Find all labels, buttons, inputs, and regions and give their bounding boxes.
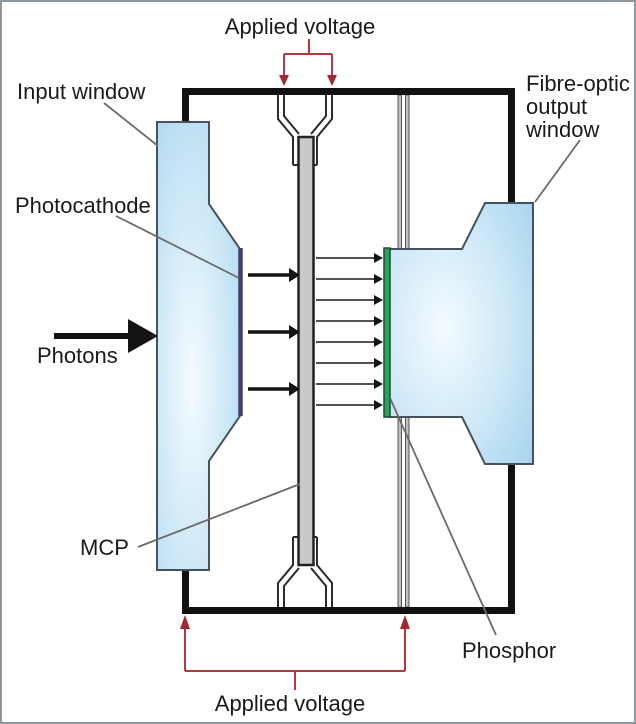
mcp-feedthrough-bottom	[277, 536, 333, 607]
red-down-arrow-icon	[327, 75, 337, 86]
funnel-inner-right	[310, 567, 327, 607]
pointer-lines	[103, 102, 581, 636]
funnel-outer-right	[316, 95, 333, 165]
label-photons: Photons	[37, 343, 118, 368]
photons-arrow-head	[128, 319, 158, 353]
electron-arrow-head	[289, 268, 300, 282]
label-photocathode: Photocathode	[15, 193, 151, 218]
funnel-inner-left	[283, 567, 300, 607]
funnel-inner-left	[283, 95, 300, 135]
frame-top-edge	[182, 88, 515, 95]
label-applied-voltage-bottom: Applied voltage	[215, 691, 365, 716]
label-input-window: Input window	[17, 79, 146, 104]
applied-voltage-bracket-top	[279, 39, 337, 86]
applied-voltage-bracket-bottom	[180, 615, 410, 690]
bracket-lines	[184, 628, 406, 690]
output-window-shape	[388, 202, 534, 465]
light-arrow-head	[374, 295, 383, 305]
funnel-inner-right	[310, 95, 327, 135]
label-fibre-optic-line1: Fibre-optic	[526, 71, 630, 96]
label-fibre-optic-line3: window	[525, 117, 599, 142]
funnel-outer-right	[316, 537, 333, 607]
electron-arrows-group	[248, 268, 300, 396]
phosphor-pointer	[389, 397, 497, 636]
light-arrow-head	[374, 400, 383, 410]
light-arrow-head	[374, 379, 383, 389]
funnel-outer-left	[277, 95, 294, 165]
light-arrows-group	[316, 253, 383, 410]
photons-arrow-icon	[54, 319, 158, 353]
light-arrow-head	[374, 253, 383, 263]
funnel-outer-left	[277, 537, 294, 607]
light-arrow-head	[374, 358, 383, 368]
label-mcp: MCP	[80, 535, 129, 560]
input-window-pointer	[103, 102, 159, 147]
red-up-arrow-icon	[180, 615, 190, 629]
frame-left-edge-bottom	[182, 566, 189, 614]
photocathode-pointer	[115, 215, 240, 279]
fibre-optic-pointer	[534, 139, 581, 203]
electron-arrow-head	[289, 382, 300, 396]
light-arrow-head	[374, 316, 383, 326]
label-applied-voltage-top: Applied voltage	[225, 14, 375, 39]
red-down-arrow-icon	[279, 75, 289, 86]
mcp-plate	[297, 135, 315, 567]
label-phosphor: Phosphor	[462, 638, 556, 663]
red-up-arrow-icon	[400, 615, 410, 629]
phosphor-screen	[383, 247, 391, 418]
label-fibre-optic-line2: output	[526, 94, 587, 119]
light-arrow-head	[374, 337, 383, 347]
frame-bottom-edge	[182, 607, 515, 614]
light-arrow-head	[374, 274, 383, 284]
mcp-pointer	[137, 483, 301, 548]
frame-left-edge-top	[182, 88, 189, 126]
electron-arrow-head	[289, 325, 300, 339]
bracket-lines	[283, 39, 333, 76]
input-window-shape	[156, 121, 241, 571]
